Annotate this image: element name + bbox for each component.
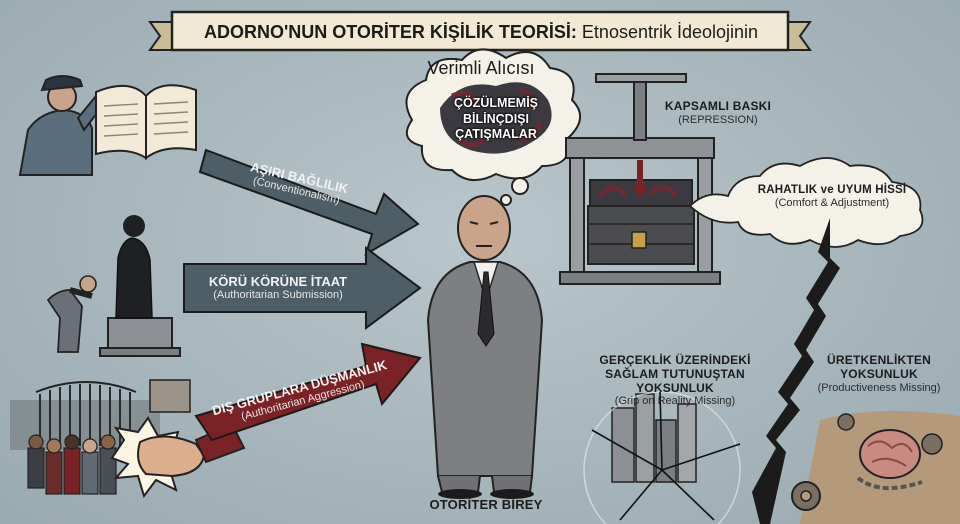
press-main-label: KAPSAMLI BASKI (664, 99, 772, 113)
press-sub-label: (REPRESSION) (678, 113, 758, 126)
statue-pedestal-icon (99, 215, 181, 357)
productive-line-2: YOKSUNLUK (840, 366, 918, 381)
press-label: KAPSAMLI BASKI (REPRESSION) (656, 99, 780, 126)
title-rest: Etnosentrik İdeolojinin Verimli Alıcısı (427, 22, 759, 78)
chained-brain-icon (800, 410, 960, 524)
arrow-main-label: KÖRÜ KÖRÜNE İTAAT (208, 274, 348, 289)
cloud-line-1: ÇÖZÜLMEMİŞ (453, 96, 539, 110)
cloud-line-2: BİLİNÇDIŞI (463, 111, 529, 126)
arrow-label-submission: KÖRÜ KÖRÜNE İTAAT (Authoritarian Submiss… (188, 274, 368, 301)
rusty-gears-icon (791, 413, 943, 511)
title-bold: ADORNO'NUN OTORİTER KİŞİLİK TEORİSİ: (203, 22, 577, 42)
thought-cloud-icon (405, 48, 581, 206)
crowd-icon (27, 434, 117, 495)
comfort-label: RAHATLIK ve UYUM HİSSİ (Comfort & Adjust… (756, 184, 908, 210)
reality-line-2: SAĞLAM TUTUNUŞTAN YOKSUNLUK (605, 366, 745, 395)
center-label: OTORİTER BİREY (420, 497, 552, 513)
authoritarian-man-icon (426, 195, 544, 499)
open-book-icon (95, 84, 197, 161)
reality-label: GERÇEKLİK ÜZERİNDEKİ SAĞLAM TUTUNUŞTAN Y… (580, 353, 770, 408)
comfort-main-label: RAHATLIK ve UYUM HİSSİ (757, 184, 907, 196)
page-title: ADORNO'NUN OTORİTER KİŞİLİK TEORİSİ: Etn… (176, 14, 786, 78)
saluting-officer-icon (18, 75, 106, 176)
productive-sub-label: (Productiveness Missing) (817, 381, 941, 394)
arrow-submission (183, 246, 422, 330)
ground-crack-icon (752, 218, 840, 524)
productive-label: ÜRETKENLİKTEN YOKSUNLUK (Productiveness … (812, 353, 946, 394)
title-banner (148, 10, 812, 52)
center-main-label: OTORİTER BİREY (429, 497, 543, 512)
cloud-label: ÇÖZÜLMEMİŞ BİLİNÇDIŞI ÇATIŞMALAR (446, 96, 546, 143)
comfort-sub-label: (Comfort & Adjustment) (774, 197, 890, 210)
reality-sub-label: (Grip on Reality Missing) (614, 395, 736, 408)
broken-city-icon (583, 391, 741, 524)
arrow-conventionalism (198, 148, 420, 257)
comfort-cloud-icon (688, 157, 924, 248)
bowing-figure-icon (46, 275, 97, 353)
arrow-aggression (194, 342, 422, 442)
cloud-line-3: ÇATIŞMALAR (455, 127, 537, 142)
reality-line-1: GERÇEKLİK ÜZERİNDEKİ (599, 353, 751, 367)
arrow-sub-label: (Authoritarian Submission) (213, 289, 343, 301)
repression-press-icon (559, 73, 721, 285)
productive-line-1: ÜRETKENLİKTEN (827, 353, 931, 367)
